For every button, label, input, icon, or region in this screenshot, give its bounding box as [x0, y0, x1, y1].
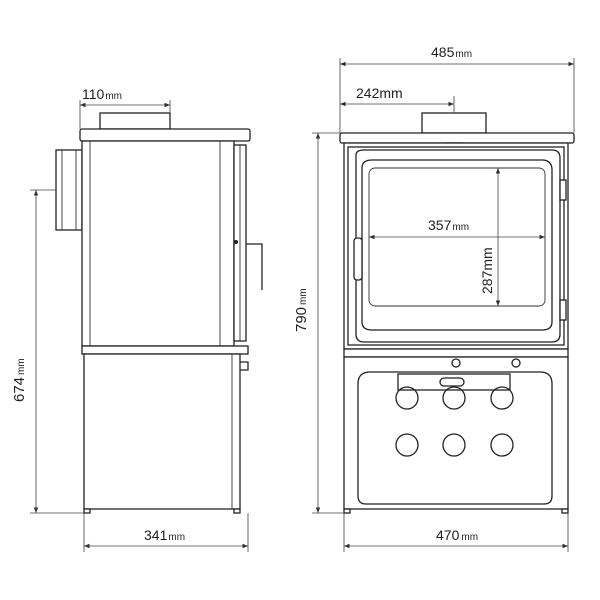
side-door-handle	[246, 243, 263, 290]
side-firebox	[81, 140, 235, 347]
front-air-slider-knob	[439, 377, 465, 387]
front-view	[339, 112, 575, 514]
front-vent-hole	[395, 386, 419, 410]
dimension-lines	[30, 58, 575, 552]
front-log-store-panel	[357, 371, 553, 505]
front-door-handle	[353, 237, 363, 281]
label-rear-flue-height: 674mm	[11, 358, 28, 402]
front-top-plate	[339, 132, 575, 144]
label-flue-diameter: 110mm	[82, 86, 122, 102]
side-flue-collar	[99, 112, 171, 130]
front-vent-hole	[490, 386, 514, 410]
label-total-height: 790mm	[293, 288, 310, 332]
front-vent-hole	[442, 386, 466, 410]
front-door-frame	[347, 146, 565, 346]
front-vent-hole	[490, 433, 514, 457]
front-vent-hole	[395, 433, 419, 457]
side-base	[83, 353, 241, 510]
side-divider	[81, 345, 249, 355]
label-glass-width: 357mm	[428, 217, 469, 233]
side-base-knob	[240, 361, 249, 371]
front-flue-collar	[421, 112, 487, 134]
side-view	[55, 112, 263, 514]
side-top-plate	[79, 128, 251, 142]
dimension-labels: 110mm 485mm 242mm 357mm 287mm 790mm 674m…	[11, 44, 495, 543]
front-vent-hole	[442, 433, 466, 457]
side-rear-flue-outlet	[55, 149, 83, 231]
front-door	[355, 149, 561, 343]
front-glass-outer	[361, 159, 553, 331]
front-divider	[343, 348, 569, 358]
label-glass-height: 287mm	[479, 247, 495, 294]
front-air-knob-left	[451, 358, 461, 368]
label-total-width: 485mm	[431, 44, 472, 60]
label-depth: 341mm	[144, 527, 185, 543]
label-flue-offset: 242mm	[356, 85, 403, 101]
front-air-knob-right	[511, 358, 521, 368]
side-latch-pivot	[234, 240, 238, 244]
